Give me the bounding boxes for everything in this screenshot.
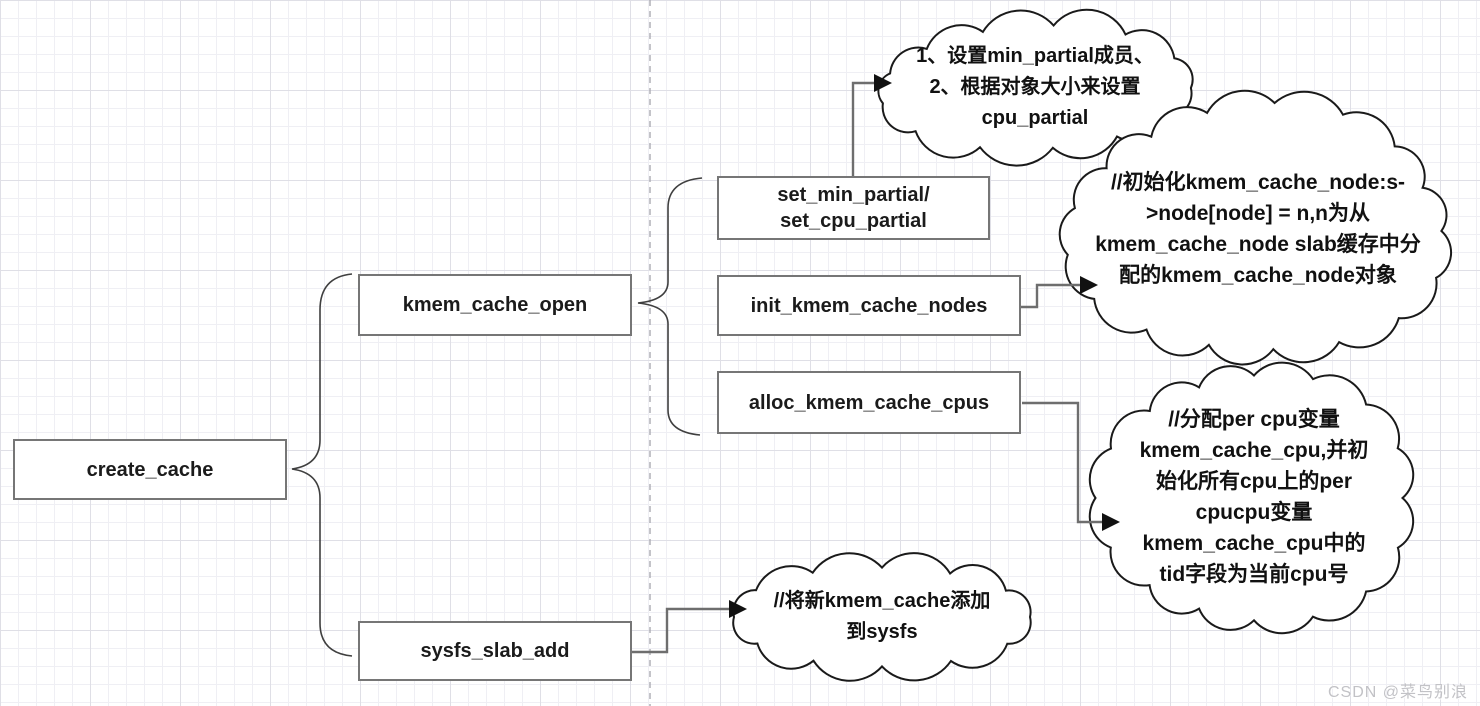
node-sysfs-slab-add: sysfs_slab_add [358,621,632,681]
connector-set-partial-to-note [851,81,874,177]
arrowhead-set-partial-note [874,74,892,92]
node-init-kmem-cache-nodes: init_kmem_cache_nodes [717,275,1021,336]
cloud-shape-sysfs-note [732,552,1032,682]
brace-kmem-cache-open [637,177,703,436]
connector-init-nodes-to-note [1020,283,1080,309]
node-set-min-cpu-partial: set_min_partial/ set_cpu_partial [717,176,990,240]
connector-sysfs-to-note [632,607,729,654]
cloud-note-sysfs: //将新kmem_cache添加 到sysfs [773,590,991,643]
arrowhead-sysfs-note [729,600,747,618]
arrowhead-alloc-cpus-note [1102,513,1120,531]
cloud-shape-init-nodes-note [1058,89,1453,366]
cloud-shape-alloc-cpus-note [1088,361,1415,635]
node-create-cache: create_cache [13,439,287,500]
node-alloc-kmem-cache-cpus: alloc_kmem_cache_cpus [717,371,1021,434]
node-kmem-cache-open: kmem_cache_open [358,274,632,336]
brace-create-cache [291,273,353,657]
connector-alloc-cpus-to-note [1022,401,1102,524]
cloud-note-set-partial: 1、设置min_partial成员、 2、根据对象大小来设置 cpu_parti… [916,45,1154,129]
csdn-watermark: CSDN @菜鸟别浪 [1327,684,1468,701]
cloud-note-alloc-cpus: //分配per cpu变量 kmem_cache_cpu,并初 始化所有cpu上… [1139,408,1369,586]
cloud-note-init-nodes: //初始化kmem_cache_node:s- >node[node] = n,… [1095,171,1421,287]
arrowhead-init-nodes-note [1080,276,1098,294]
